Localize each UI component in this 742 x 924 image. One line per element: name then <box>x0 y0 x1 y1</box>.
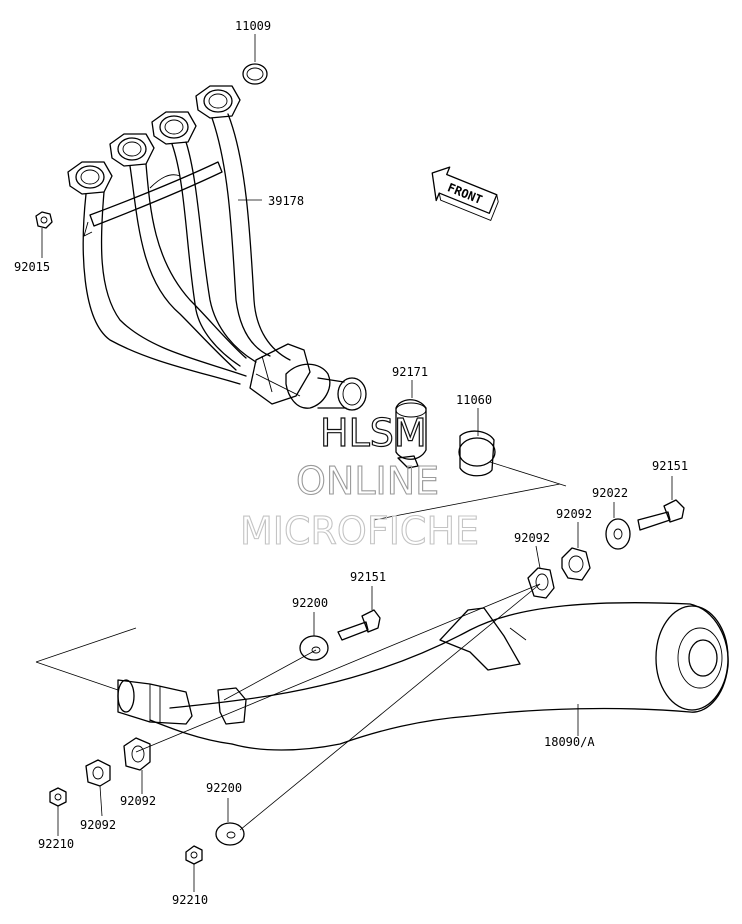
flange-4 <box>67 161 113 195</box>
label-92022: 92022 <box>592 486 628 500</box>
label-92210-left: 92210 <box>38 837 74 851</box>
washer-92022 <box>605 518 631 550</box>
label-92151-mid: 92151 <box>350 570 386 584</box>
grommet-92092-b <box>527 567 555 599</box>
bolt-92151-top <box>637 499 685 531</box>
watermark-line-1: HLSM <box>320 411 427 455</box>
label-92092-b: 92092 <box>514 531 550 545</box>
label-11009: 11009 <box>235 19 271 33</box>
muffler-18090 <box>117 602 729 751</box>
watermark: HLSM ONLINE MICROFICHE <box>239 410 479 553</box>
label-92210-bottom: 92210 <box>172 893 208 907</box>
washer-92200-bottom <box>215 822 245 846</box>
gasket-11009 <box>242 63 268 85</box>
label-92171: 92171 <box>392 365 428 379</box>
label-39178: 39178 <box>268 194 304 208</box>
grommet-92092-a <box>561 547 591 581</box>
label-92200-bottom: 92200 <box>206 781 242 795</box>
nut-92015 <box>35 211 53 229</box>
label-92092-d: 92092 <box>80 818 116 832</box>
nut-92210-left <box>49 787 67 807</box>
label-18090a: 18090/A <box>544 735 595 749</box>
grommet-92092-d <box>85 759 111 787</box>
front-arrow-icon: FRONT <box>431 166 499 221</box>
nut-92210-bottom <box>185 845 203 865</box>
label-92151-top: 92151 <box>652 459 688 473</box>
watermark-line-2: ONLINE <box>296 459 439 503</box>
flange-2 <box>151 111 197 145</box>
watermark-line-3: MICROFICHE <box>240 509 479 553</box>
flange-1 <box>195 85 241 119</box>
gasket-11060 <box>458 430 496 477</box>
label-11060: 11060 <box>456 393 492 407</box>
grommet-92092-c <box>123 737 151 771</box>
flange-3 <box>109 133 155 167</box>
label-92092-a: 92092 <box>556 507 592 521</box>
label-92092-c: 92092 <box>120 794 156 808</box>
clamp-92171 <box>395 399 427 469</box>
header-pipe-assembly <box>67 85 367 411</box>
label-92015: 92015 <box>14 260 50 274</box>
label-92200-top: 92200 <box>292 596 328 610</box>
bolt-92151-mid <box>337 609 381 641</box>
